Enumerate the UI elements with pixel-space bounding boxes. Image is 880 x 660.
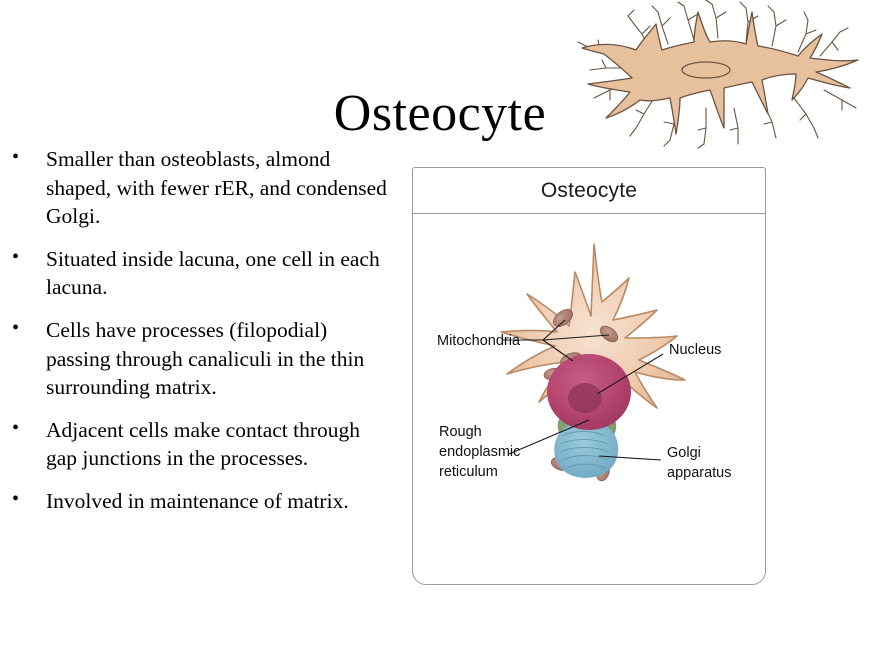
nucleus-group <box>547 354 631 430</box>
list-item: • Situated inside lacuna, one cell in ea… <box>4 245 394 302</box>
osteocyte-diagram-panel: Osteocyte <box>412 167 766 585</box>
diagram-panel-header: Osteocyte <box>413 168 765 214</box>
list-item: • Smaller than osteoblasts, almond shape… <box>4 145 394 231</box>
list-item-text: Adjacent cells make contact through gap … <box>46 417 361 471</box>
diagram-panel-title: Osteocyte <box>540 178 638 202</box>
leader-line-rough-er <box>508 419 590 455</box>
list-item-text: Cells have processes (filopodial) passin… <box>46 317 365 400</box>
label-golgi-line1: Golgi <box>667 445 701 461</box>
label-rough-er-line2: endoplasmic <box>439 444 520 460</box>
label-mitochondria: Mitochondria <box>437 333 521 349</box>
osteocyte-decoration-nucleus <box>681 61 731 79</box>
diagram-panel-body: Mitochondria Nucleus Rough endoplasmic r… <box>413 214 765 583</box>
list-item: • Adjacent cells make contact through ga… <box>4 416 394 473</box>
bullet-marker-icon: • <box>12 245 20 268</box>
bullet-list: • Smaller than osteoblasts, almond shape… <box>4 145 394 530</box>
list-item-text: Situated inside lacuna, one cell in each… <box>46 246 380 300</box>
mitochondrion <box>599 325 619 343</box>
label-rough-er-line3: reticulum <box>439 464 498 480</box>
page-title: Osteocyte <box>333 84 547 142</box>
list-item-text: Involved in maintenance of matrix. <box>46 488 349 513</box>
bullet-marker-icon: • <box>12 316 20 339</box>
golgi-group <box>554 420 619 478</box>
leader-lines <box>503 319 664 461</box>
list-item-text: Smaller than osteoblasts, almond shaped,… <box>46 147 387 229</box>
leader-line-mitochondria-branch <box>542 339 574 362</box>
osteocyte-decoration-svg <box>577 0 859 149</box>
label-rough-er-line1: Rough <box>439 424 482 440</box>
bullet-marker-icon: • <box>12 416 20 439</box>
nucleolus-shape <box>568 383 602 413</box>
osteocyte-decoration <box>558 0 880 150</box>
bullet-marker-icon: • <box>12 146 20 168</box>
golgi-cisternae <box>560 431 610 469</box>
leader-line-nucleus <box>596 353 664 395</box>
leader-line-mitochondria-branch <box>542 319 566 341</box>
label-golgi-line2: apparatus <box>667 465 732 481</box>
mitochondrion <box>553 309 573 327</box>
list-item: • Cells have processes (filopodial) pass… <box>4 316 394 402</box>
leader-line-mitochondria-branch <box>542 334 610 341</box>
bullet-marker-icon: • <box>12 487 20 510</box>
list-item: • Involved in maintenance of matrix. <box>4 487 394 516</box>
osteocyte-cell-diagram: Mitochondria Nucleus Rough endoplasmic r… <box>437 243 732 482</box>
leader-line-golgi <box>598 455 662 461</box>
label-nucleus: Nucleus <box>669 342 721 358</box>
